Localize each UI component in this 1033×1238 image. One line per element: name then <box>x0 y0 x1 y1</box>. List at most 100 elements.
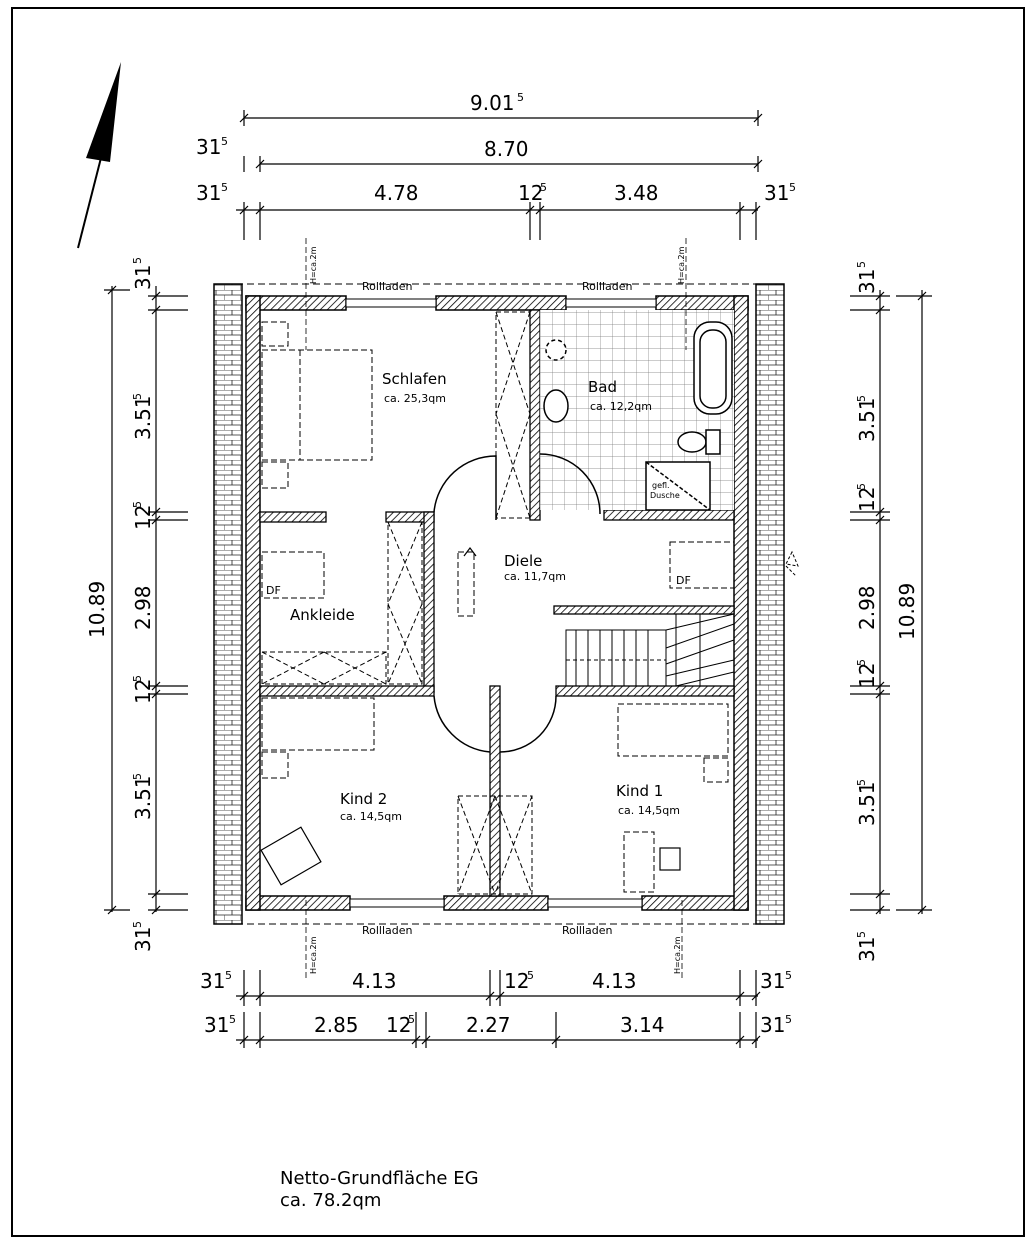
room-diele-name: Diele <box>504 552 542 570</box>
outer-walls <box>245 295 749 911</box>
dim-right-overall: 10.89 <box>895 583 919 640</box>
dim-bottom1-seg2: 4.13 <box>592 969 637 993</box>
dim-bottom1-left-wall-sup: 5 <box>225 969 232 982</box>
label-dusche-1: gefl. <box>652 481 670 490</box>
dim-bottom2-seg1: 2.85 <box>314 1013 359 1037</box>
room-ankleide-name: Ankleide <box>290 606 355 624</box>
footer-title: Netto-Grundfläche EG <box>280 1168 479 1189</box>
dim-right-wall1: 12 <box>855 487 879 512</box>
dim-right-seg1-sup: 5 <box>855 395 868 402</box>
footer-area: ca. 78.2qm <box>280 1190 381 1211</box>
dim-top-left-wall-sup: 5 <box>221 135 228 148</box>
dim-top-left-wall2-sup: 5 <box>221 181 228 194</box>
dim-right-seg1: 3.51 <box>855 397 879 442</box>
dim-top-seg1: 4.78 <box>374 181 419 205</box>
dim-top-mid-wall: 12 <box>518 181 543 205</box>
dim-bottom2-seg2: 2.27 <box>466 1013 511 1037</box>
top-dimension-lines <box>236 110 763 240</box>
furniture <box>261 321 735 893</box>
room-schlafen-area: ca. 25,3qm <box>384 392 446 405</box>
dim-left-overall: 10.89 <box>85 581 109 638</box>
dim-bottom1-mid-wall: 12 <box>504 969 529 993</box>
label-dusche-2: Dusche <box>650 491 680 500</box>
dim-bottom2-mid-wall: 12 <box>386 1013 411 1037</box>
dim-right-bottom-wall: 31 <box>855 937 879 962</box>
label-height-tl: H=ca.2m <box>309 246 318 284</box>
dim-left-seg3-sup: 5 <box>131 773 144 780</box>
dim-left-wall2: 12 <box>131 679 155 704</box>
dim-left-wall2-sup: 5 <box>131 675 144 682</box>
dim-left-bottom-wall: 31 <box>131 927 155 952</box>
room-kind2-name: Kind 2 <box>340 790 387 808</box>
dim-top-left-wall: 31 <box>196 135 221 159</box>
dim-right-wall2: 12 <box>855 663 879 688</box>
label-rollladen-tr: Rollladen <box>582 280 633 293</box>
bathroom-fixtures <box>543 321 733 511</box>
label-height-tr: H=ca.2m <box>677 246 686 284</box>
dim-right-top-wall-sup: 5 <box>855 261 868 268</box>
room-kind1-name: Kind 1 <box>616 782 663 800</box>
dim-left-seg1: 3.51 <box>131 395 155 440</box>
dim-bottom2-left-wall: 31 <box>204 1013 229 1037</box>
left-dimension-lines <box>104 285 188 915</box>
closets <box>261 311 533 895</box>
dim-top-left-wall2: 31 <box>196 181 221 205</box>
dim-top-overall-sup: 5 <box>517 91 524 104</box>
dim-top-seg2: 3.48 <box>614 181 659 205</box>
dim-left-wall1-sup: 5 <box>131 501 144 508</box>
windows <box>345 298 657 908</box>
misc-fixtures <box>260 547 681 886</box>
label-rollladen-bl: Rollladen <box>362 924 413 937</box>
dim-bottom1-right-wall-sup: 5 <box>785 969 792 982</box>
label-rollladen-br: Rollladen <box>562 924 613 937</box>
marker-icon <box>785 550 799 577</box>
bottom-dimension-lines <box>236 970 761 1048</box>
dim-right-wall1-sup: 5 <box>855 483 868 490</box>
label-df-left: DF <box>266 584 281 597</box>
page-border <box>11 7 1025 1237</box>
dim-left-wall1: 12 <box>131 505 155 530</box>
dim-right-seg3-sup: 5 <box>855 779 868 786</box>
eave-right <box>755 283 785 925</box>
dim-top-right-wall: 31 <box>764 181 789 205</box>
dim-left-seg3: 3.51 <box>131 775 155 820</box>
dim-left-top-wall: 31 <box>131 265 155 290</box>
label-height-br: H=ca.2m <box>673 936 682 974</box>
dim-bottom1-right-wall: 31 <box>760 969 785 993</box>
dim-bottom2-mid-wall-sup: 5 <box>408 1013 415 1026</box>
dim-bottom2-left-wall-sup: 5 <box>229 1013 236 1026</box>
dim-right-top-wall: 31 <box>855 269 879 294</box>
dim-right-bottom-wall-sup: 5 <box>855 931 868 938</box>
room-diele-area: ca. 11,7qm <box>504 570 566 583</box>
label-height-bl: H=ca.2m <box>309 936 318 974</box>
dim-bottom2-right-wall-sup: 5 <box>785 1013 792 1026</box>
interior-walls <box>259 309 735 897</box>
dim-left-seg1-sup: 5 <box>131 393 144 400</box>
room-kind1-area: ca. 14,5qm <box>618 804 680 817</box>
dim-top-inner: 8.70 <box>484 137 529 161</box>
dim-bottom1-left-wall: 31 <box>200 969 225 993</box>
label-df-right: DF <box>676 574 691 587</box>
north-arrow-icon <box>77 62 121 249</box>
dim-bottom1-mid-wall-sup: 5 <box>527 969 534 982</box>
dim-bottom1-seg1: 4.13 <box>352 969 397 993</box>
dim-left-seg2: 2.98 <box>131 585 155 630</box>
label-rollladen-tl: Rollladen <box>362 280 413 293</box>
dim-left-top-wall-sup: 5 <box>131 257 144 264</box>
dim-top-right-wall-sup: 5 <box>789 181 796 194</box>
dim-top-mid-wall-sup: 5 <box>540 181 547 194</box>
right-dimension-lines <box>850 290 932 915</box>
dim-bottom2-right-wall: 31 <box>760 1013 785 1037</box>
dim-right-seg3: 3.51 <box>855 781 879 826</box>
eave-left <box>213 283 243 925</box>
dim-right-wall2-sup: 5 <box>855 659 868 666</box>
room-kind2-area: ca. 14,5qm <box>340 810 402 823</box>
room-bad-name: Bad <box>588 378 617 396</box>
room-schlafen-name: Schlafen <box>382 370 447 388</box>
door-swings <box>433 453 601 753</box>
dim-top-overall: 9.01 <box>470 91 515 115</box>
dim-right-seg2: 2.98 <box>855 585 879 630</box>
dim-left-bottom-wall-sup: 5 <box>131 921 144 928</box>
staircase <box>565 613 735 687</box>
